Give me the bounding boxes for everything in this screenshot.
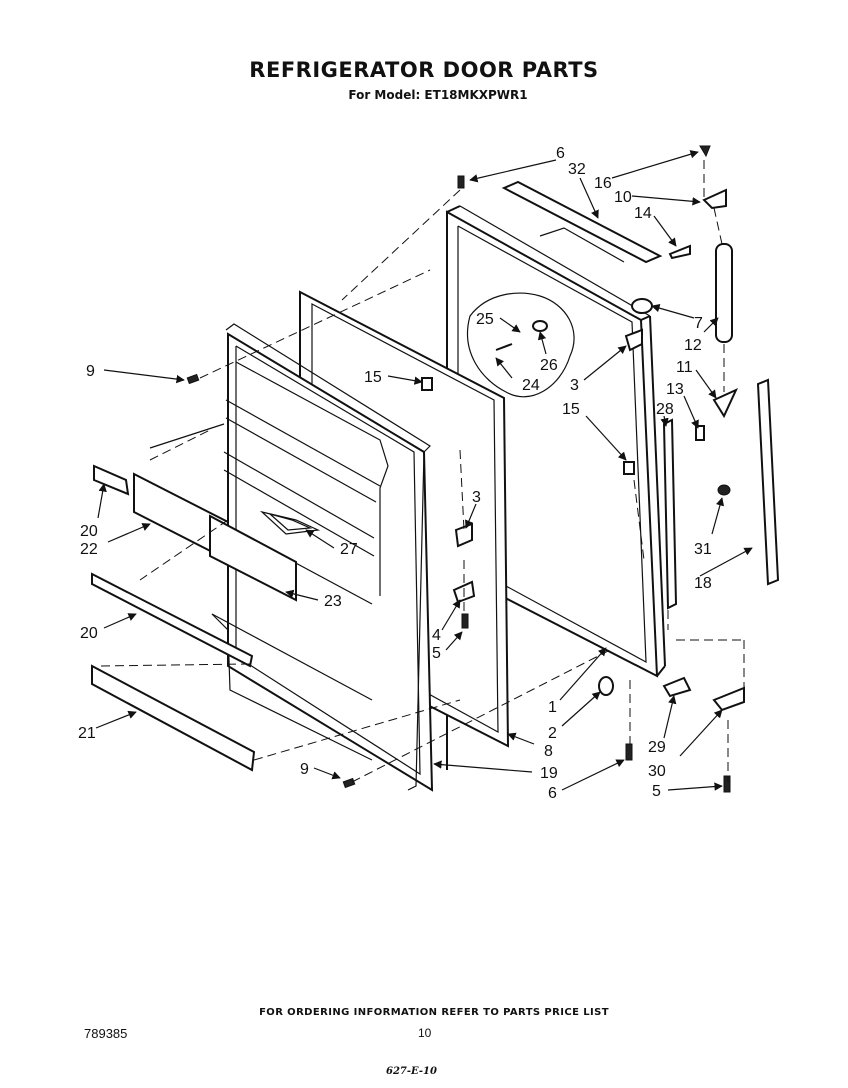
model-subtitle: For Model: ET18MKXPWR1 — [348, 88, 528, 102]
callout-27: 27 — [340, 541, 358, 558]
callout-8: 8 — [544, 743, 553, 760]
callout-7: 7 — [694, 315, 703, 332]
callout-20-upper: 20 — [80, 523, 98, 540]
callout-15-left: 15 — [364, 369, 382, 386]
handle-trim-parts — [662, 378, 780, 610]
callout-25: 25 — [476, 311, 494, 328]
callout-31: 31 — [694, 541, 712, 558]
leader-lines — [95, 150, 753, 791]
callout-20-lower: 20 — [80, 625, 98, 642]
callout-1: 1 — [548, 699, 557, 716]
callout-3-lower: 3 — [472, 489, 481, 506]
callout-5-left: 5 — [432, 645, 441, 662]
door-shelf-bins — [133, 423, 297, 602]
callout-6-lower: 6 — [548, 785, 557, 802]
callout-3-upper: 3 — [570, 377, 579, 394]
callout-22: 22 — [80, 541, 98, 558]
document-number: 789385 — [84, 1026, 128, 1041]
callout-19: 19 — [540, 765, 558, 782]
callout-15-right: 15 — [562, 401, 580, 418]
callout-13: 13 — [666, 381, 684, 398]
callout-9-lower: 9 — [300, 761, 309, 778]
shelf-rails — [91, 464, 256, 772]
top-door-cap — [501, 180, 663, 264]
callout-21: 21 — [78, 725, 96, 742]
door-brackets — [421, 328, 643, 475]
callout-5-right: 5 — [652, 783, 661, 800]
upper-hinge-hardware — [631, 145, 733, 343]
callout-9-upper: 9 — [86, 363, 95, 380]
magnified-detail — [467, 292, 575, 398]
page-number: 10 — [418, 1026, 432, 1040]
callout-14: 14 — [634, 205, 652, 222]
callout-10: 10 — [614, 189, 632, 206]
callout-6: 6 — [556, 145, 565, 162]
page-title: REFRIGERATOR DOOR PARTS — [249, 58, 599, 82]
callout-4: 4 — [432, 627, 441, 644]
callout-29: 29 — [648, 739, 666, 756]
callout-2: 2 — [548, 725, 557, 742]
callout-32: 32 — [568, 161, 586, 178]
callout-12: 12 — [684, 337, 702, 354]
callout-23: 23 — [324, 593, 342, 610]
callout-30: 30 — [648, 763, 666, 780]
callout-18: 18 — [694, 575, 712, 592]
callout-24: 24 — [522, 377, 540, 394]
callout-11: 11 — [676, 359, 693, 376]
assembly-lines — [99, 160, 745, 783]
handwritten-code: 627-E-10 — [386, 1066, 437, 1077]
ordering-note: FOR ORDERING INFORMATION REFER TO PARTS … — [259, 1007, 609, 1018]
callout-16: 16 — [594, 175, 612, 192]
callout-28: 28 — [656, 401, 674, 418]
callout-labels: 6 32 16 10 14 7 12 25 26 24 3 11 15 15 1… — [78, 145, 712, 802]
callout-26: 26 — [540, 357, 558, 374]
